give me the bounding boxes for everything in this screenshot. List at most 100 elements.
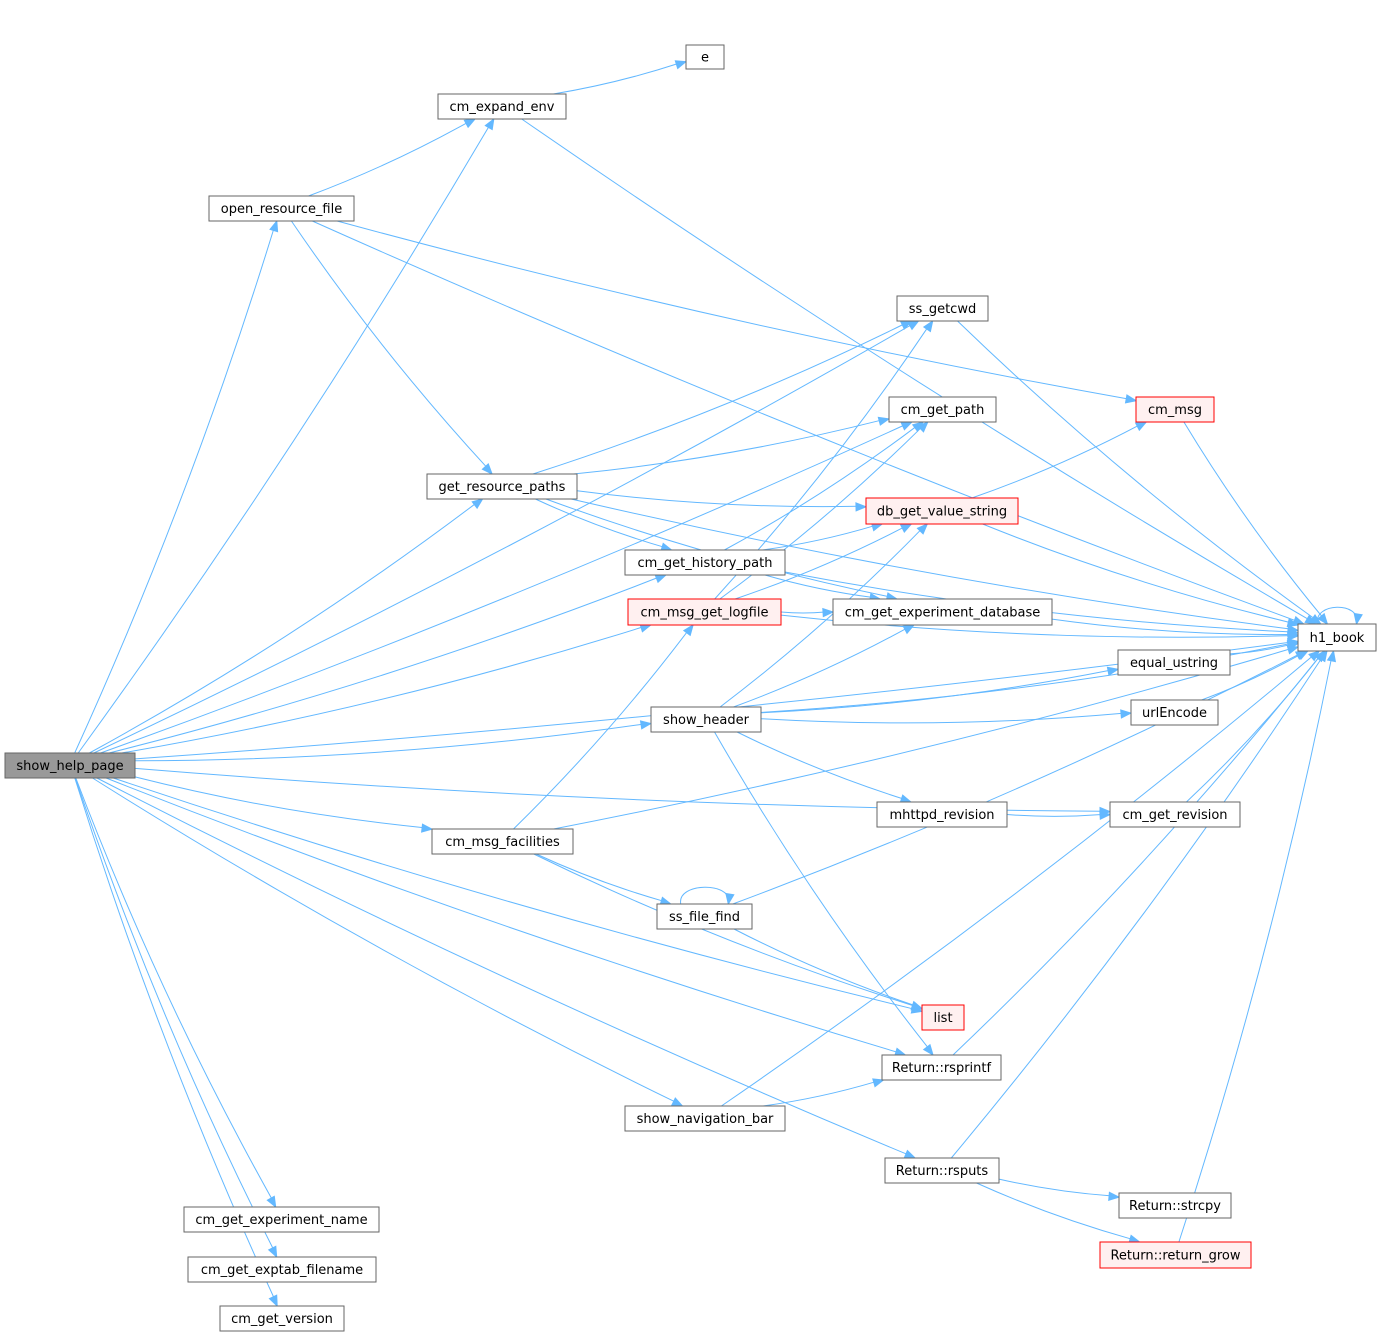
edge-line <box>982 523 1291 624</box>
edge-line <box>732 653 1300 905</box>
edge-arrowhead <box>481 463 494 475</box>
edge-arrowhead <box>872 1078 885 1088</box>
edge-line <box>760 712 1124 724</box>
edge-arrowhead <box>900 421 914 431</box>
node-mhttpd-revision[interactable]: mhttpd_revision <box>876 801 1008 828</box>
edge-arrowhead <box>463 118 477 129</box>
node-layer: show_help_page e cm_expand_env open_resourc… <box>4 44 1377 1332</box>
edge-line <box>570 498 1291 630</box>
node-label: cm_get_history_path <box>638 556 773 571</box>
edge-line <box>736 731 904 800</box>
node-cm-get-experiment-name[interactable]: cm_get_experiment_name <box>183 1206 380 1233</box>
edge-open_resource_file-to-get_resource_paths <box>290 220 494 475</box>
node-box <box>656 903 753 930</box>
edge-line <box>77 125 490 754</box>
node-urlEncode[interactable]: urlEncode <box>1130 699 1219 726</box>
edge-cm_expand_env-to-h1_book <box>521 118 1317 625</box>
edge-rsputs-to-h1_book <box>950 649 1328 1159</box>
edge-line <box>573 419 882 475</box>
node-db-get-value-string[interactable]: db_get_value_string <box>865 497 1019 525</box>
edge-show_help_page-to-list <box>113 777 924 1014</box>
edge-arrowhead <box>1309 614 1322 625</box>
edge-arrowhead <box>639 720 653 730</box>
edge-get_resource_paths-to-db_get_value_string <box>576 490 868 512</box>
node-cm-get-path[interactable]: cm_get_path <box>888 396 997 423</box>
edge-arrowhead <box>1106 666 1120 677</box>
node-list[interactable]: list <box>921 1004 965 1031</box>
node-box <box>865 497 1019 525</box>
node-ss-getcwd[interactable]: ss_getcwd <box>896 295 989 322</box>
edge-show_help_page-to-open_resource_file <box>74 219 279 754</box>
node-cm-get-experiment-database[interactable]: cm_get_experiment_database <box>832 598 1053 626</box>
edge-rsputs-to-strcpy <box>998 1178 1121 1201</box>
node-h1-book[interactable]: h1_book <box>1297 623 1377 652</box>
node-label: Return::rsprintf <box>892 1061 992 1076</box>
edge-show_help_page-to-ss_getcwd <box>93 320 920 754</box>
edge-arrowhead <box>899 523 913 533</box>
node-box <box>431 828 574 855</box>
edge-line <box>680 886 729 905</box>
edge-show_navigation_bar-to-h1_book <box>721 650 1321 1107</box>
node-show-navigation-bar[interactable]: show_navigation_bar <box>624 1105 786 1132</box>
node-cm-msg[interactable]: cm_msg <box>1135 396 1215 423</box>
edge-show_help_page-to-show_navigation_bar <box>92 777 684 1107</box>
edge-arrowhead <box>902 624 916 635</box>
edge-cm_msg_get_logfile-to-cm_get_path <box>719 421 929 600</box>
edge-arrowhead <box>877 416 891 426</box>
node-box <box>685 44 725 70</box>
node-equal-ustring[interactable]: equal_ustring <box>1117 649 1231 676</box>
edge-line <box>1006 814 1103 817</box>
edge-line <box>96 777 908 1156</box>
edge-ss_file_find-to-list <box>733 928 924 1010</box>
node-rsputs[interactable]: Return::rsputs <box>884 1157 1000 1184</box>
node-box <box>624 549 786 576</box>
node-cm-get-exptab-filename[interactable]: cm_get_exptab_filename <box>187 1256 377 1283</box>
edge-line <box>733 928 915 1006</box>
edge-show_help_page-to-cm_get_exptab_filename <box>74 777 278 1259</box>
edge-arrowhead <box>268 1294 278 1308</box>
edge-line <box>75 777 273 1200</box>
edge-line <box>105 777 899 1053</box>
node-label: cm_get_exptab_filename <box>201 1263 363 1278</box>
edge-arrowhead <box>910 1000 924 1010</box>
node-cm-get-revision[interactable]: cm_get_revision <box>1109 801 1241 828</box>
node-cm-get-version[interactable]: cm_get_version <box>219 1305 345 1332</box>
node-strcpy[interactable]: Return::strcpy <box>1118 1192 1232 1219</box>
edge-get_resource_paths-to-ss_getcwd <box>532 320 913 475</box>
node-show-help-page[interactable]: show_help_page <box>4 752 136 779</box>
edge-mhttpd_revision-to-cm_get_revision <box>1006 810 1112 820</box>
edge-line <box>998 1178 1112 1197</box>
node-label: cm_get_path <box>901 403 985 418</box>
node-label: equal_ustring <box>1130 656 1218 671</box>
edge-line <box>780 611 826 614</box>
node-e[interactable]: e <box>685 44 725 70</box>
edge-cm_get_history_path-to-db_get_value_string <box>762 522 884 551</box>
node-cm-expand-env[interactable]: cm_expand_env <box>437 93 567 120</box>
node-label: mhttpd_revision <box>889 808 994 823</box>
node-cm-msg-get-logfile[interactable]: cm_msg_get_logfile <box>627 598 782 626</box>
node-label: db_get_value_string <box>877 505 1007 520</box>
edge-show_header-to-cm_get_experiment_database <box>733 624 916 708</box>
node-box <box>1117 649 1231 676</box>
edge-arrowhead <box>1317 649 1328 663</box>
edge-arrowhead <box>1308 650 1321 662</box>
node-get-resource-paths[interactable]: get_resource_paths <box>426 473 578 500</box>
edge-cm_msg_facilities-to-cm_msg_get_logfile <box>513 623 694 830</box>
edge-line <box>762 1081 876 1107</box>
node-ss-file-find[interactable]: ss_file_find <box>656 903 753 930</box>
node-open-resource-file[interactable]: open_resource_file <box>208 195 355 222</box>
edge-line <box>336 220 1129 400</box>
node-rsprintf[interactable]: Return::rsprintf <box>881 1054 1002 1081</box>
edge-line <box>957 320 1315 620</box>
node-return-grow[interactable]: Return::return_grow <box>1099 1241 1252 1269</box>
node-label: e <box>701 51 709 66</box>
edge-show_help_page-to-cm_expand_env <box>77 117 495 754</box>
edge-open_resource_file-to-h1_book <box>312 220 1306 625</box>
node-show-header[interactable]: show_header <box>650 706 762 733</box>
node-cm-get-history-path[interactable]: cm_get_history_path <box>624 549 786 576</box>
edge-arrowhead <box>1124 394 1138 404</box>
edge-line <box>733 627 907 708</box>
edge-line <box>290 220 488 469</box>
node-cm-msg-facilities[interactable]: cm_msg_facilities <box>431 828 574 855</box>
